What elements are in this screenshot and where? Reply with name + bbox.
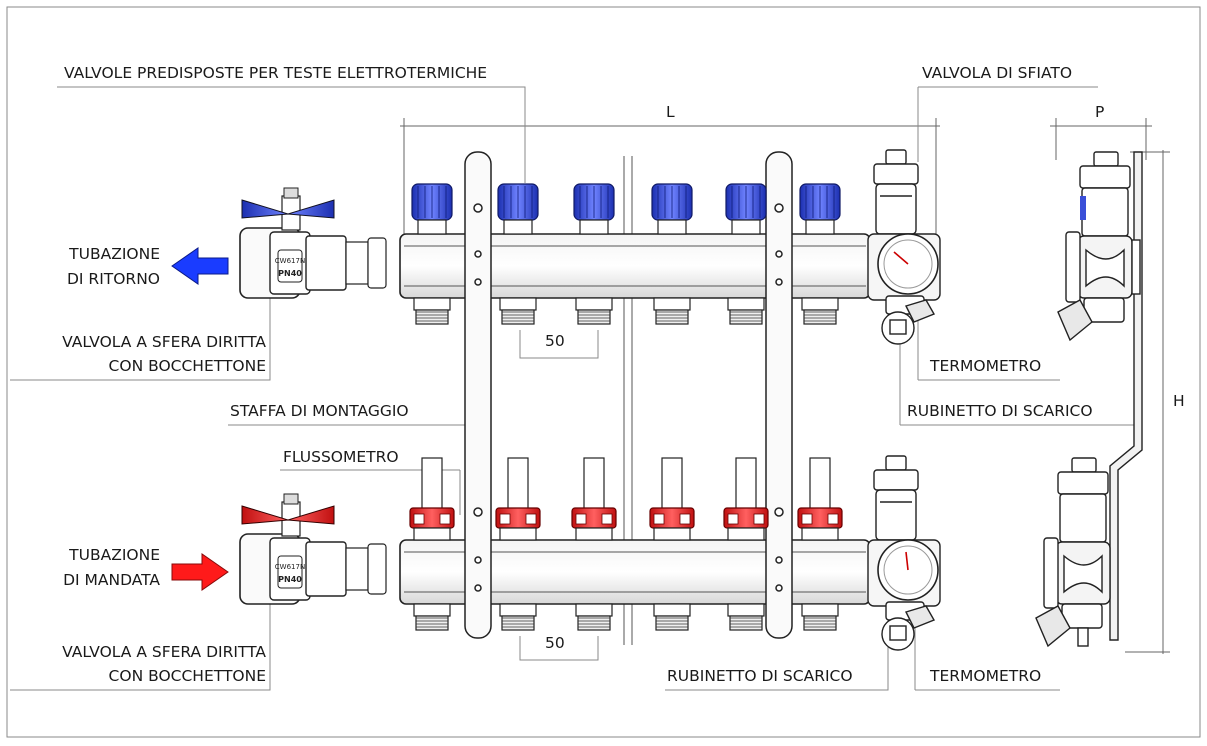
dimension-P	[1050, 118, 1152, 160]
air-vent-top	[873, 149, 919, 235]
flowmeter	[649, 457, 695, 541]
thermo-valve-caps	[411, 183, 841, 235]
flowmeter	[797, 457, 843, 541]
valve-pn-label-bottom: PN40	[278, 575, 302, 584]
dimension-L	[400, 118, 940, 240]
label-supply-pipe-2: DI MANDATA	[63, 571, 160, 589]
label-dim-H: H	[1173, 392, 1185, 410]
label-return-pipe-2: DI RITORNO	[66, 270, 160, 288]
thermometer-bottom	[867, 539, 941, 607]
label-drain-top: RUBINETTO DI SCARICO	[907, 402, 1093, 420]
label-bracket: STAFFA DI MONTAGGIO	[230, 402, 409, 420]
label-flowmeter: FLUSSOMETRO	[283, 448, 399, 466]
label-vent-valve: VALVOLA DI SFIATO	[922, 64, 1073, 82]
flowmeter	[571, 457, 617, 541]
flowmeter	[495, 457, 541, 541]
mounting-bracket-right	[765, 151, 793, 639]
supply-outlet	[801, 603, 839, 631]
thermo-valve-cap	[411, 183, 453, 235]
label-return-pipe-1: TUBAZIONE	[69, 245, 160, 263]
dimension-H	[1125, 150, 1170, 654]
label-pitch-bottom: 50	[545, 634, 565, 652]
supply-outlet	[727, 603, 765, 631]
side-view	[1035, 151, 1143, 648]
flowmeters	[409, 457, 843, 541]
return-outlet	[801, 297, 839, 325]
return-outlets	[413, 297, 839, 325]
supply-outlet	[413, 603, 451, 631]
return-arrow-icon	[171, 247, 229, 285]
supply-arrow-icon	[171, 553, 229, 591]
thermo-valve-cap	[497, 183, 539, 235]
thermo-valve-cap	[799, 183, 841, 235]
supply-outlet	[499, 603, 537, 631]
drain-tap-top	[881, 295, 936, 345]
label-thermometer-top: TERMOMETRO	[930, 357, 1042, 375]
return-outlet	[413, 297, 451, 325]
valve-code-label-bottom: CW617N	[275, 563, 305, 571]
label-ball-valve-bottom-2: CON BOCCHETTONE	[108, 667, 266, 685]
label-thermometer-bottom: TERMOMETRO	[930, 667, 1042, 685]
label-dim-L: L	[666, 103, 675, 121]
supply-outlet	[653, 603, 691, 631]
label-pitch-top: 50	[545, 332, 565, 350]
return-outlet	[727, 297, 765, 325]
label-ball-valve-bottom-1: VALVOLA A SFERA DIRITTA	[62, 643, 266, 661]
label-drain-bottom: RUBINETTO DI SCARICO	[667, 667, 853, 685]
return-outlet	[499, 297, 537, 325]
flowmeter	[723, 457, 769, 541]
thermometer-top	[867, 233, 941, 301]
valve-code-label-top: CW617N	[275, 257, 305, 265]
return-outlet	[653, 297, 691, 325]
supply-outlet	[575, 603, 613, 631]
thermo-valve-cap	[573, 183, 615, 235]
label-ball-valve-top-1: VALVOLA A SFERA DIRITTA	[62, 333, 266, 351]
air-vent-bottom	[873, 455, 919, 541]
thermo-valve-cap	[725, 183, 767, 235]
drain-tap-bottom	[881, 601, 936, 651]
label-dim-P: P	[1095, 103, 1105, 121]
mounting-bracket-left	[464, 151, 492, 639]
valve-pn-label-top: PN40	[278, 269, 302, 278]
label-supply-pipe-1: TUBAZIONE	[69, 546, 160, 564]
supply-outlets	[413, 603, 839, 631]
ball-valve-return: CW617N PN40	[239, 187, 387, 299]
label-ball-valve-top-2: CON BOCCHETTONE	[108, 357, 266, 375]
return-outlet	[575, 297, 613, 325]
flowmeter	[409, 457, 455, 541]
label-thermo-valves: VALVOLE PREDISPOSTE PER TESTE ELETTROTER…	[64, 64, 488, 82]
thermo-valve-cap	[651, 183, 693, 235]
ball-valve-supply: CW617N PN40	[239, 493, 387, 605]
